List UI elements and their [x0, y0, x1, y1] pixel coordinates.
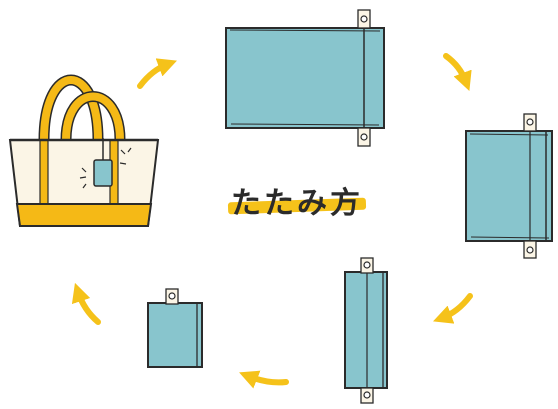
arrow-step2-to-step3 — [446, 56, 466, 82]
title-block: たたみ方 — [222, 178, 372, 222]
tote-bag-icon — [10, 80, 158, 226]
strip-fold-icon — [345, 258, 387, 403]
folded-bag-icon — [466, 114, 552, 258]
diagram-title: たたみ方 — [222, 178, 372, 222]
arrow-step3-to-step4 — [442, 296, 470, 318]
pouch-icon — [148, 289, 202, 367]
arrow-step1-to-step2 — [140, 64, 168, 86]
arrow-step5-to-step1 — [78, 292, 98, 322]
arrow-step4-to-step5 — [248, 376, 286, 382]
flat-bag-icon — [226, 10, 384, 146]
